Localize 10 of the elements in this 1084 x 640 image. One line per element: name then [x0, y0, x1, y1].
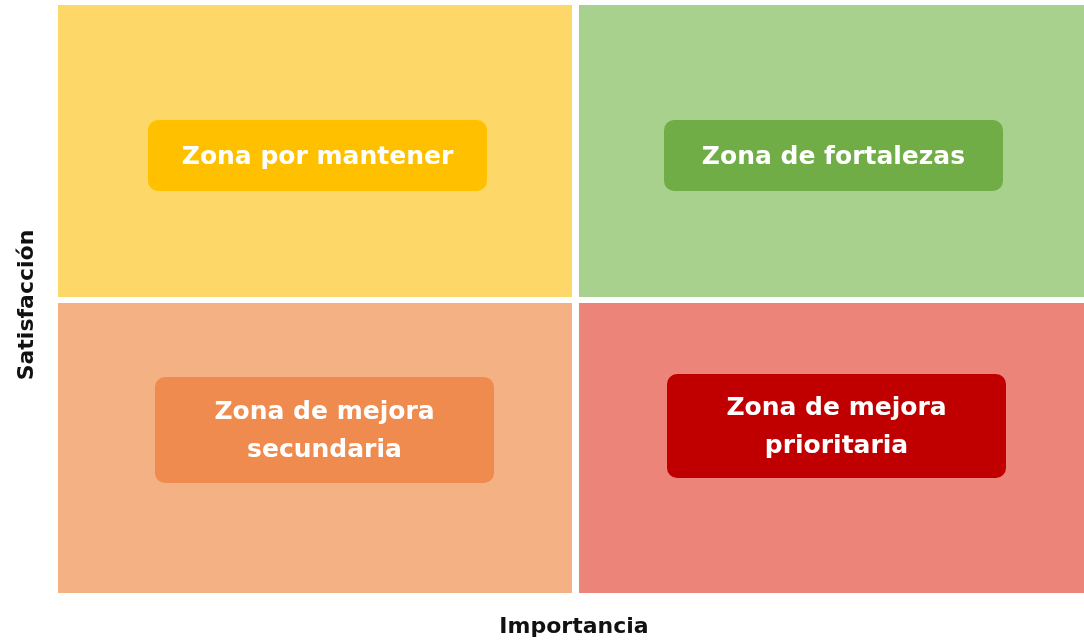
zone-label: Zona de mejora prioritaria: [667, 374, 1006, 478]
zone-label: Zona por mantener: [148, 120, 487, 191]
quadrant-background: [58, 303, 572, 593]
zone-label: Zona de fortalezas: [664, 120, 1003, 191]
zone-label: Zona de mejora secundaria: [155, 377, 494, 483]
quadrant-background: [579, 303, 1084, 593]
axis-title: Importancia: [499, 612, 649, 638]
quadrant-background: [579, 5, 1084, 297]
quadrant-background: [58, 5, 572, 297]
axis-title: Satisfacción: [12, 229, 38, 381]
